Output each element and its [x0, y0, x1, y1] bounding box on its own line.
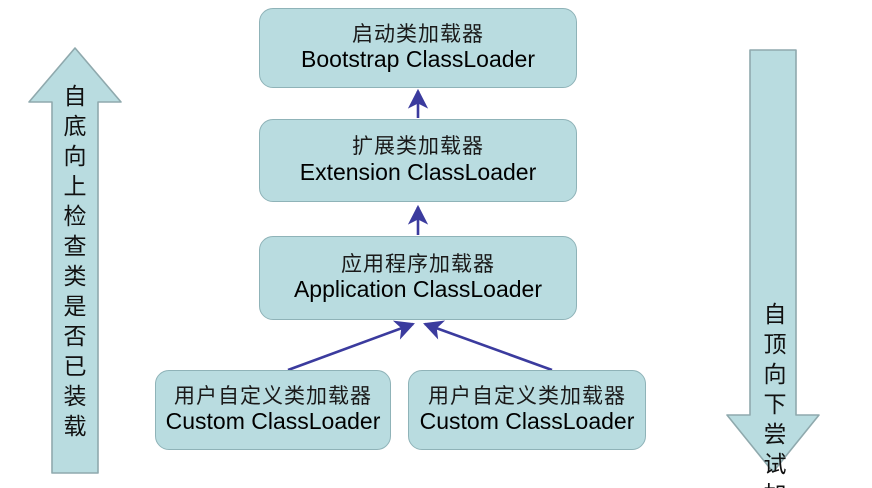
vchar: 装: [63, 384, 87, 409]
vchar: 类: [63, 264, 87, 289]
top-down-load-arrow: 自 顶 向 下 尝 试 加 载 类: [715, 10, 835, 488]
node-custom-classloader-right[interactable]: 用户自定义类加载器 Custom ClassLoader: [408, 370, 646, 450]
bottom-up-check-arrow: 自 底 向 上 检 查 类 是 否 已 装 载: [20, 10, 130, 480]
node-application-cn-label: 应用程序加载器: [341, 251, 495, 276]
vchar: 底: [63, 114, 87, 139]
vchar: 向: [63, 144, 87, 169]
vchar: 自: [63, 84, 87, 109]
node-bootstrap-cn-label: 启动类加载器: [352, 21, 484, 46]
node-application-en-label: Application ClassLoader: [293, 276, 543, 303]
vchar: 查: [63, 234, 87, 259]
vchar: 已: [63, 354, 87, 379]
arrow-custom-left-to-application: [287, 320, 415, 372]
down-arrow-shape-icon: [726, 49, 820, 473]
node-custom-right-en-label: Custom ClassLoader: [419, 408, 635, 435]
vchar: 下: [763, 392, 787, 417]
node-extension-cn-label: 扩展类加载器: [352, 134, 484, 159]
node-custom-classloader-left[interactable]: 用户自定义类加载器 Custom ClassLoader: [155, 370, 391, 450]
node-extension-en-label: Extension ClassLoader: [299, 158, 537, 185]
vchar: 尝: [763, 422, 787, 447]
node-bootstrap-classloader[interactable]: 启动类加载器 Bootstrap ClassLoader: [259, 8, 577, 88]
vchar: 试: [763, 452, 787, 477]
top-down-load-arrow-label: 自 顶 向 下 尝 试 加 载 类: [715, 300, 835, 488]
node-custom-right-cn-label: 用户自定义类加载器: [428, 383, 626, 408]
vchar: 加: [764, 480, 787, 488]
vchar: 是: [63, 294, 87, 319]
up-arrow-shape-icon: [28, 47, 122, 474]
vchar: 向: [763, 362, 787, 387]
vchar: 自: [763, 302, 787, 327]
vchar: 否: [63, 324, 87, 349]
node-bootstrap-en-label: Bootstrap ClassLoader: [301, 46, 535, 73]
vchar: 载: [63, 414, 87, 439]
bottom-up-check-arrow-label: 自 底 向 上 检 查 类 是 否 已 装 载: [20, 82, 130, 442]
node-custom-left-en-label: Custom ClassLoader: [165, 408, 381, 435]
vchar: 检: [63, 204, 87, 229]
arrow-custom-right-to-application: [423, 320, 553, 372]
node-custom-left-cn-label: 用户自定义类加载器: [174, 383, 372, 408]
vchar: 上: [63, 174, 87, 199]
vchar: 顶: [763, 332, 787, 357]
node-application-classloader[interactable]: 应用程序加载器 Application ClassLoader: [259, 236, 577, 320]
node-extension-classloader[interactable]: 扩展类加载器 Extension ClassLoader: [259, 119, 577, 202]
